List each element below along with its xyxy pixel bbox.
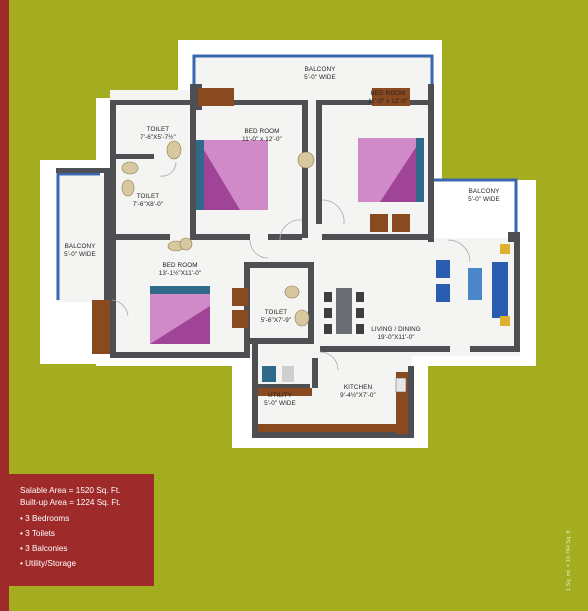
left-accent-strip: [0, 0, 9, 611]
feature-item: • 3 Bedrooms: [20, 514, 70, 523]
room-size: 19'-0"X11'-0": [377, 333, 415, 341]
bathroom-fixtures: [121, 140, 310, 327]
room-size: 5'-0" WIDE: [468, 195, 500, 203]
dining-set: [324, 288, 364, 334]
room-size: 5'-0" WIDE: [64, 250, 96, 258]
scale-note: 1 Sq. mt. = 10.764 Sq. ft.: [566, 528, 572, 592]
room-name: KITCHEN: [343, 384, 373, 391]
room-name: BALCONY: [468, 188, 500, 195]
room-size: 9'-4½"X7'-0": [340, 391, 376, 399]
feature-item: • 3 Balconies: [20, 544, 68, 553]
feature-item: • 3 Toilets: [20, 529, 56, 538]
room-name: BALCONY: [304, 66, 336, 73]
sofa-set: [436, 244, 510, 326]
room-size: 7'-6"X5'-7½": [140, 133, 176, 141]
kitchen-fixtures: [262, 366, 407, 393]
room-name: LIVING / DINING: [371, 326, 421, 333]
door-swings: [111, 161, 471, 371]
room-name: UTILITY: [267, 392, 293, 399]
room-size: 5'-6"X7'-9": [260, 316, 292, 324]
room-size: 5'-0" WIDE: [304, 73, 336, 81]
room-name: TOILET: [136, 193, 160, 200]
room-size: 7'-6"X8'-0": [132, 200, 164, 208]
room-name: BALCONY: [64, 243, 96, 250]
room-size: 11'-0" x 12'-0": [368, 97, 408, 105]
room-name: TOILET: [264, 309, 288, 316]
room-size: 5'-0" WIDE: [264, 399, 296, 407]
room-name: BED ROOM: [162, 262, 198, 269]
room-name: TOILET: [146, 126, 170, 133]
room-size: 13'-1½"X11'-0": [158, 269, 202, 277]
room-name: BED ROOM: [370, 90, 406, 97]
room-name: BED ROOM: [244, 128, 280, 135]
area-summary-box: Salable Area = 1520 Sq. Ft. Built-up Are…: [9, 474, 154, 586]
feature-item: • Utility/Storage: [20, 559, 77, 568]
room-size: 11'-0" x 12'-0": [242, 135, 282, 143]
side-tables: [179, 151, 315, 251]
saleable-area: Salable Area = 1520 Sq. Ft.: [20, 486, 121, 495]
beds: [150, 138, 424, 344]
builtup-area: Built-up Area = 1224 Sq. Ft.: [20, 498, 121, 507]
balcony-rails: [56, 54, 518, 300]
